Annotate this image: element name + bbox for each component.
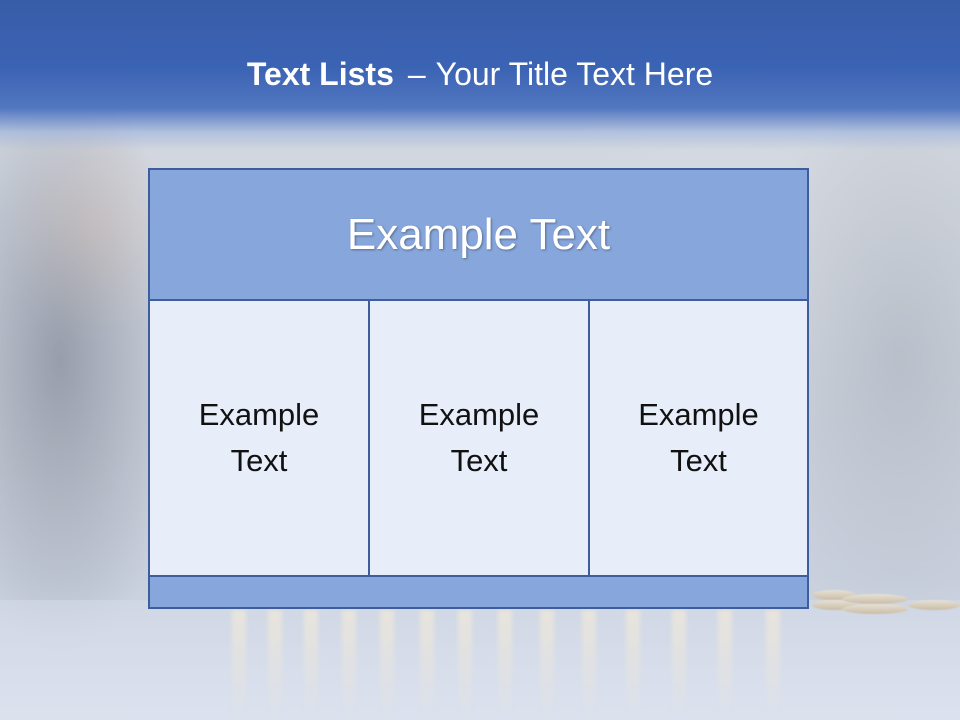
table-header-text: Example Text [346, 209, 611, 259]
table-cell-1: Example Text [148, 299, 370, 577]
coin-reflection [458, 610, 472, 720]
coin-reflection [582, 610, 596, 720]
slide-title: Text Lists–Your Title Text Here [0, 54, 960, 94]
coin-reflection [268, 610, 282, 720]
table-cell-text: Example Text [198, 397, 320, 478]
coin-stack [842, 604, 908, 614]
coin-reflection [232, 610, 246, 720]
coin-reflection [718, 610, 732, 720]
coin-reflection [672, 610, 686, 720]
coin-stack [908, 600, 960, 610]
table-cell-text: Example Text [418, 397, 540, 478]
table-header: Example Text [148, 168, 809, 301]
coin-stack [812, 590, 856, 600]
table-cell-2: Example Text [368, 299, 590, 577]
table-footer [148, 575, 809, 609]
background-floor [0, 600, 960, 720]
table-cell-3: Example Text [588, 299, 809, 577]
title-rest-part: Your Title Text Here [435, 56, 714, 92]
coin-reflection [626, 610, 640, 720]
coin-reflection [540, 610, 554, 720]
coin-stack [812, 600, 856, 610]
title-bold-part: Text Lists [246, 56, 394, 92]
coin-reflection [498, 610, 512, 720]
coin-reflection [766, 610, 780, 720]
coin-reflection [420, 610, 434, 720]
coin-stack [842, 594, 908, 604]
title-dash: – [407, 56, 426, 92]
coin-reflection [304, 610, 318, 720]
title-band [0, 0, 960, 150]
text-table: Example Text Example Text Example Text E… [148, 168, 809, 609]
table-cell-text: Example Text [638, 397, 759, 478]
coin-reflection [342, 610, 356, 720]
coin-reflection [380, 610, 394, 720]
